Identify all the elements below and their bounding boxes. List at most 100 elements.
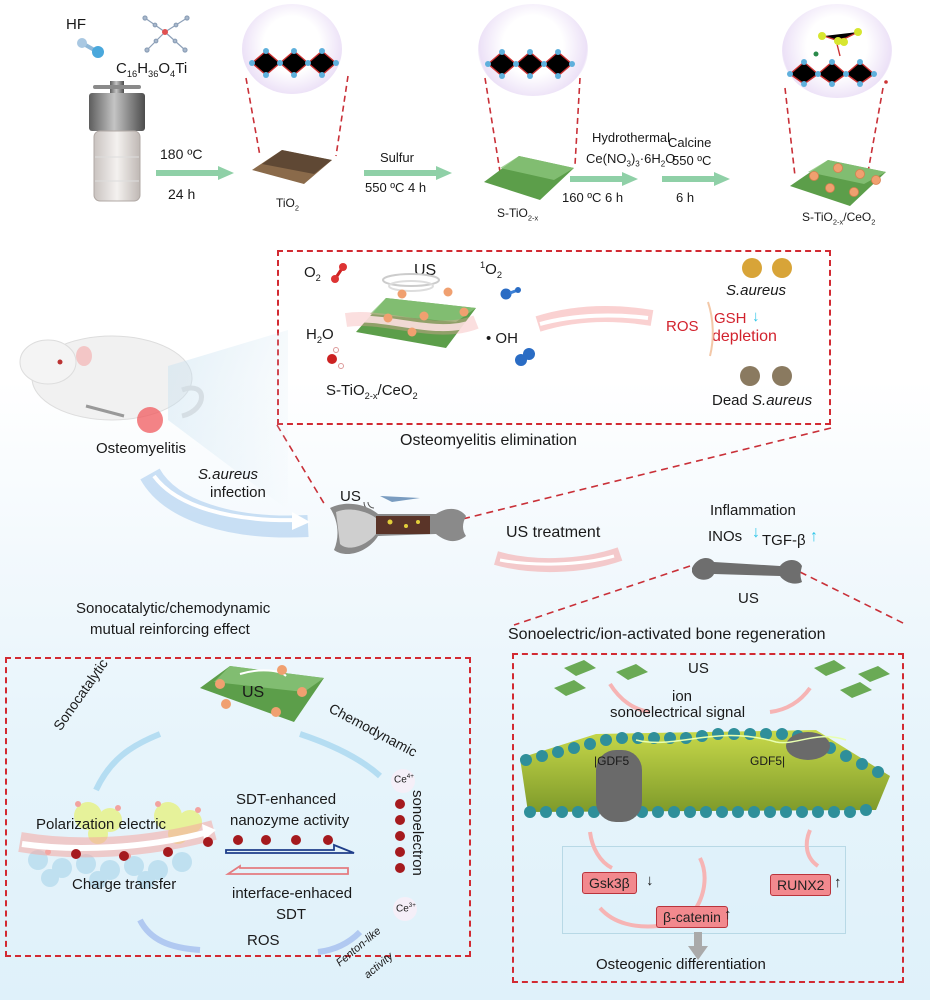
- cell-membrane-icon: [520, 728, 890, 822]
- depletion-label: depletion: [712, 328, 777, 345]
- regeneration-panel-title: Sonoelectric/ion-activated bone regenera…: [508, 626, 826, 643]
- ce4-label: Ce4+: [394, 773, 414, 786]
- beta-catenin-chip: β-catenin: [656, 906, 728, 928]
- ros-transfer-arrow-icon: [535, 306, 654, 332]
- us-catalyst-film-icon: [344, 273, 479, 348]
- step3-conditions: 160 ºC 6 h: [562, 190, 624, 205]
- us-label-regeneration: US: [688, 660, 709, 677]
- sonoelectrical-signal-label: sonoelectrical signal: [610, 704, 746, 721]
- gdf5-right-label: GDF5|: [750, 754, 786, 768]
- gsh-down-arrow-icon: ↓: [752, 308, 760, 325]
- ce3-label: Ce3+: [396, 902, 416, 915]
- us-label-healed: US: [738, 590, 759, 607]
- step2-arrow-icon: [364, 166, 452, 180]
- composite-lattice-icon: [787, 28, 888, 87]
- hf-label: HF: [66, 16, 86, 33]
- inflammation-label: Inflammation: [710, 502, 796, 519]
- step4-time: 6 h: [676, 190, 695, 205]
- precursor-molecule-icon: [142, 15, 190, 53]
- step3-arrow-icon: [570, 172, 638, 186]
- osteogenic-differentiation-label: Osteogenic differentiation: [596, 956, 766, 973]
- osteomyelitis-model-label: Osteomyelitis: [96, 440, 187, 457]
- tgf-up-arrow-icon: ↑: [810, 528, 818, 545]
- catalyst-material-label: S-TiO2-x/CeO2: [326, 382, 418, 401]
- step2-conditions: 550 ºC 4 h: [365, 180, 427, 195]
- tgf-label: TGF-β: [762, 532, 806, 549]
- tio2-lattice-icon: [249, 48, 339, 78]
- water-label: H2O: [306, 326, 334, 345]
- s-tio2-film-icon: [484, 156, 574, 200]
- infection-label: infection: [210, 484, 266, 501]
- sonoelectron-label: sonoelectron: [409, 790, 426, 876]
- cycle-arrows-icon: [93, 731, 383, 955]
- zoom-guide-lines: [245, 75, 884, 177]
- forward-electron-arrow-icon: [225, 835, 355, 854]
- us-label-bone: US: [340, 488, 361, 505]
- step3-method: Hydrothermal: [592, 130, 671, 145]
- infection-arrow-icon: [140, 468, 310, 538]
- ros-label-mutual: ROS: [247, 932, 280, 949]
- step4-arrow-icon: [662, 172, 730, 186]
- s-tio2-lattice-bubble: [478, 4, 588, 96]
- hydroxyl-radical-icon: [515, 348, 535, 366]
- singlet-oxygen-icon: [500, 287, 521, 300]
- bone-regeneration-panel: [512, 653, 904, 983]
- nanosheet-cluster-icon: [554, 660, 890, 698]
- polarization-label: Polarization electric: [36, 816, 167, 833]
- water-molecule-icon: [327, 347, 344, 369]
- oxygen-label: O2: [304, 264, 321, 283]
- killing-curve-arrow-icon: [707, 301, 714, 357]
- hydroxyl-radical-label: • OH: [486, 330, 518, 347]
- elimination-caption: Osteomyelitis elimination: [400, 432, 577, 449]
- dead-bacteria-icon: [740, 366, 792, 386]
- gsk3b-trend-icon: ↓: [646, 872, 654, 889]
- step1-time: 24 h: [168, 186, 196, 202]
- live-bacteria-label: S.aureus: [726, 282, 787, 299]
- s-tio2-label: S-TiO2-x: [497, 206, 539, 223]
- reverse-arrow-icon: [225, 864, 349, 875]
- precursor-formula: C16H36O4Ti: [116, 60, 188, 79]
- composite-lattice-bubble: [782, 4, 892, 98]
- ion-release-arrows-icon: [608, 682, 812, 714]
- hf-molecule-icon: [77, 38, 104, 58]
- interface-sdt-label: SDT: [276, 906, 306, 923]
- inos-label: INOs: [708, 528, 743, 545]
- us-catalyst-film-icon-2: [200, 665, 324, 722]
- pathogen-label: S.aureus: [198, 466, 259, 483]
- runx2-chip: RUNX2: [770, 874, 832, 896]
- differentiation-arrow-icon: [688, 932, 708, 960]
- beta-catenin-trend-icon: ↑: [724, 906, 732, 923]
- mutual-panel-title-line1: Sonocatalytic/chemodynamic: [76, 600, 271, 617]
- mutual-panel-title-line2: mutual reinforcing effect: [90, 621, 250, 638]
- us-label-mutual: US: [242, 684, 265, 701]
- ros-label: ROS: [666, 318, 699, 335]
- mutual-reinforcing-panel: [5, 657, 471, 957]
- live-bacteria-icon: [742, 258, 792, 278]
- heterojunction-crystal-icon: [18, 801, 217, 889]
- nanozyme-activity-label: nanozyme activity: [230, 812, 350, 829]
- step2-reagent: Sulfur: [380, 150, 414, 165]
- sonoelectron-dots-icon: [395, 799, 405, 873]
- inos-down-arrow-icon: ↓: [752, 524, 760, 541]
- healed-bone-icon: [692, 558, 802, 584]
- oxygen-molecule-icon: [331, 263, 347, 283]
- dead-bacteria-label: Dead S.aureus: [712, 392, 813, 409]
- ce3-ion-icon: [393, 897, 417, 921]
- interface-enhanced-label: interface-enhaced: [232, 885, 353, 902]
- ce4-ion-icon: [391, 769, 415, 793]
- runx2-trend-icon: ↑: [834, 874, 842, 891]
- infected-bone-icon: [330, 503, 466, 555]
- gdf5-left-label: |GDF5: [594, 754, 630, 768]
- composite-film-icon: [790, 160, 886, 206]
- us-treatment-label: US treatment: [506, 524, 601, 541]
- step1-temperature: 180 ºC: [160, 146, 203, 162]
- ion-label: ion: [672, 688, 693, 705]
- step4-method: Calcine: [668, 135, 712, 150]
- gsk3b-chip: Gsk3β: [582, 872, 637, 894]
- tio2-label: TiO2: [276, 196, 300, 213]
- step1-arrow-icon: [156, 166, 234, 180]
- charge-transfer-label: Charge transfer: [72, 876, 177, 893]
- tio2-film-icon: [252, 150, 332, 184]
- singlet-oxygen-label: 1O2: [480, 260, 503, 280]
- sdt-enhanced-label: SDT-enhanced: [236, 791, 337, 808]
